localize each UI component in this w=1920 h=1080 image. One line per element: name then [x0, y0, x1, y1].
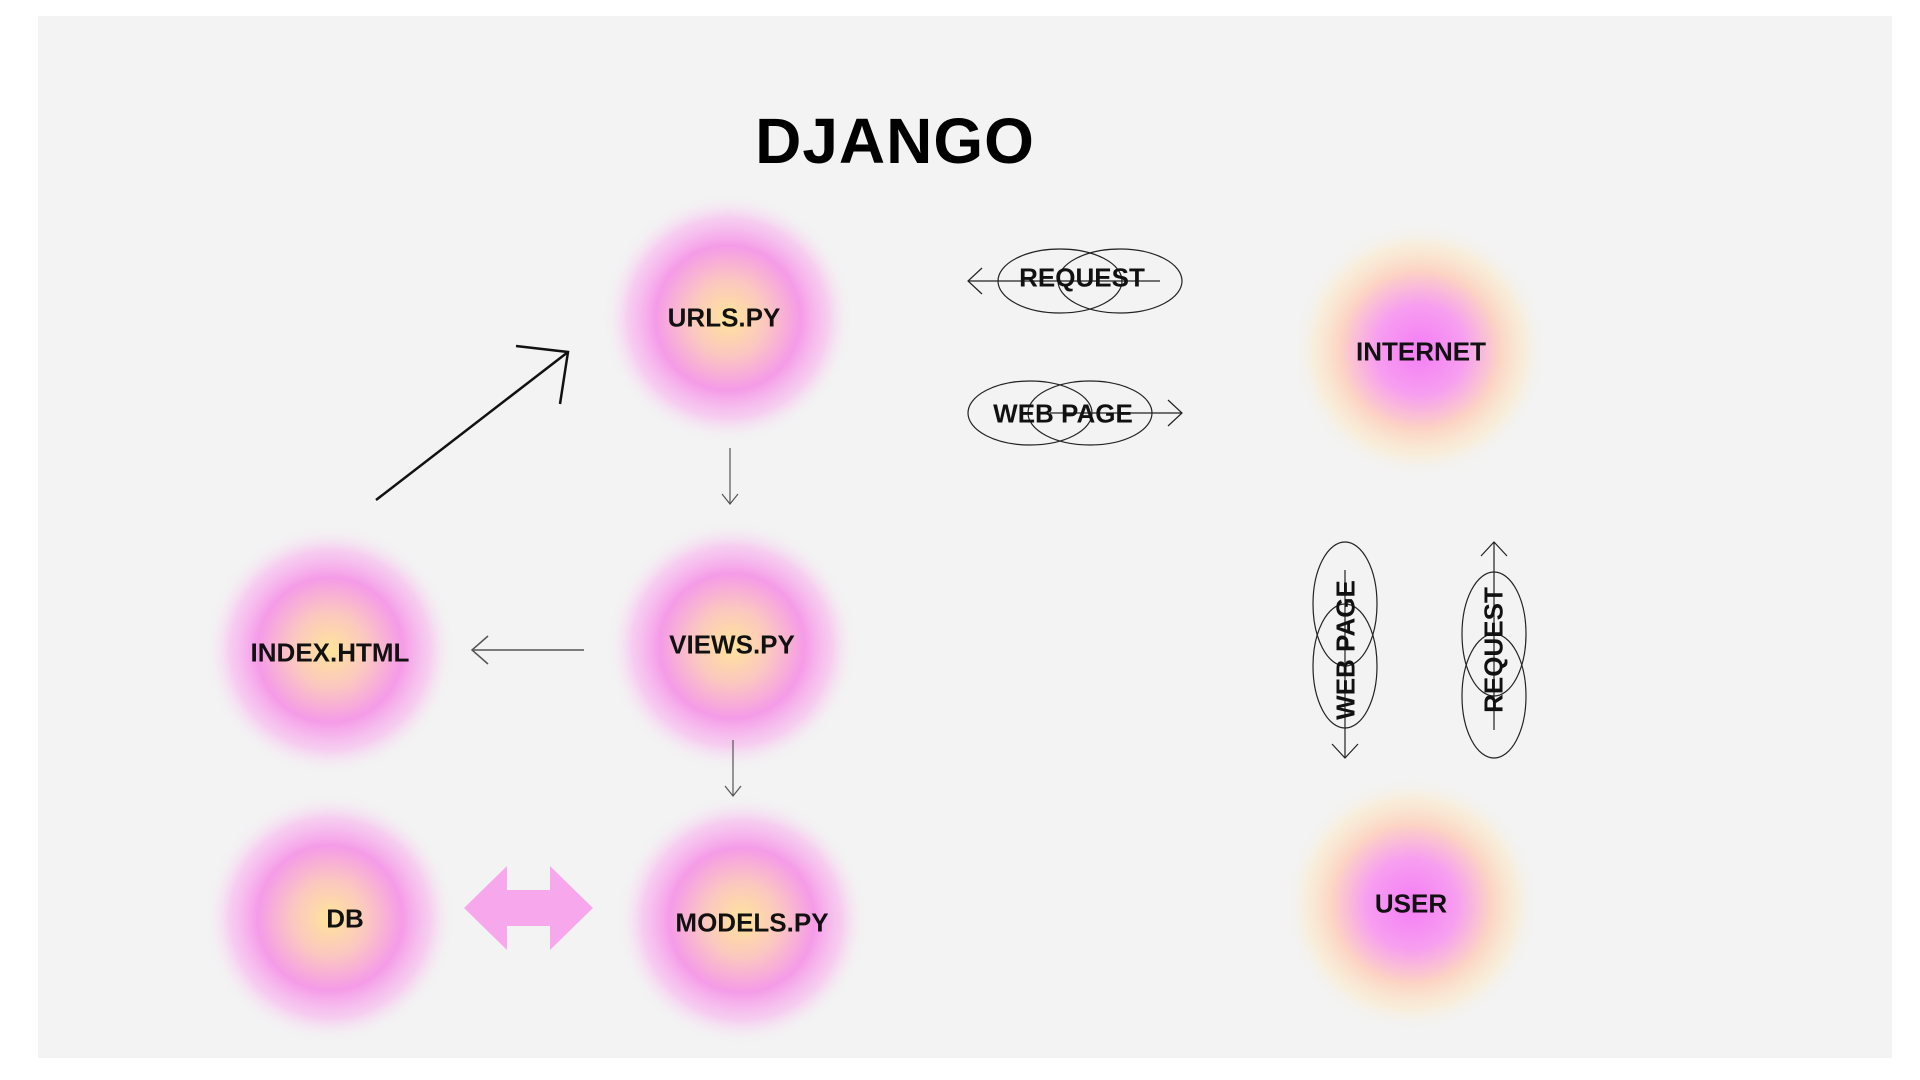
index-node — [205, 525, 455, 775]
index-label: INDEX.HTML — [250, 637, 410, 668]
request-top-label: REQUEST — [1019, 262, 1145, 293]
webpage-top-connector — [967, 380, 1183, 446]
models-node — [617, 795, 867, 1045]
webpage-side-label: WEB PAGE — [1330, 580, 1361, 720]
db-node — [205, 793, 455, 1043]
webpage-top-label: WEB PAGE — [993, 398, 1133, 429]
views-node — [607, 521, 857, 771]
urls-node — [603, 193, 853, 443]
internet-node — [1292, 222, 1548, 478]
urls-label: URLS.PY — [667, 302, 781, 333]
diagram-title: DJANGO — [755, 105, 1035, 177]
user-label: USER — [1374, 888, 1448, 919]
views-to-models-arrow — [724, 740, 742, 797]
request-side-label: REQUEST — [1478, 587, 1509, 713]
webpage-side-connector — [1312, 541, 1378, 759]
db-models-double-arrow — [464, 866, 593, 950]
request-top-connector — [967, 248, 1183, 314]
user-node — [1284, 776, 1540, 1032]
models-label: MODELS.PY — [675, 907, 829, 938]
request-side-connector — [1461, 541, 1527, 759]
views-to-index-arrow — [470, 635, 584, 665]
index-to-urls-arrow — [375, 344, 570, 501]
db-label: DB — [326, 903, 364, 934]
urls-to-views-arrow — [721, 448, 739, 505]
internet-label: INTERNET — [1356, 336, 1486, 367]
views-label: VIEWS.PY — [669, 629, 795, 660]
